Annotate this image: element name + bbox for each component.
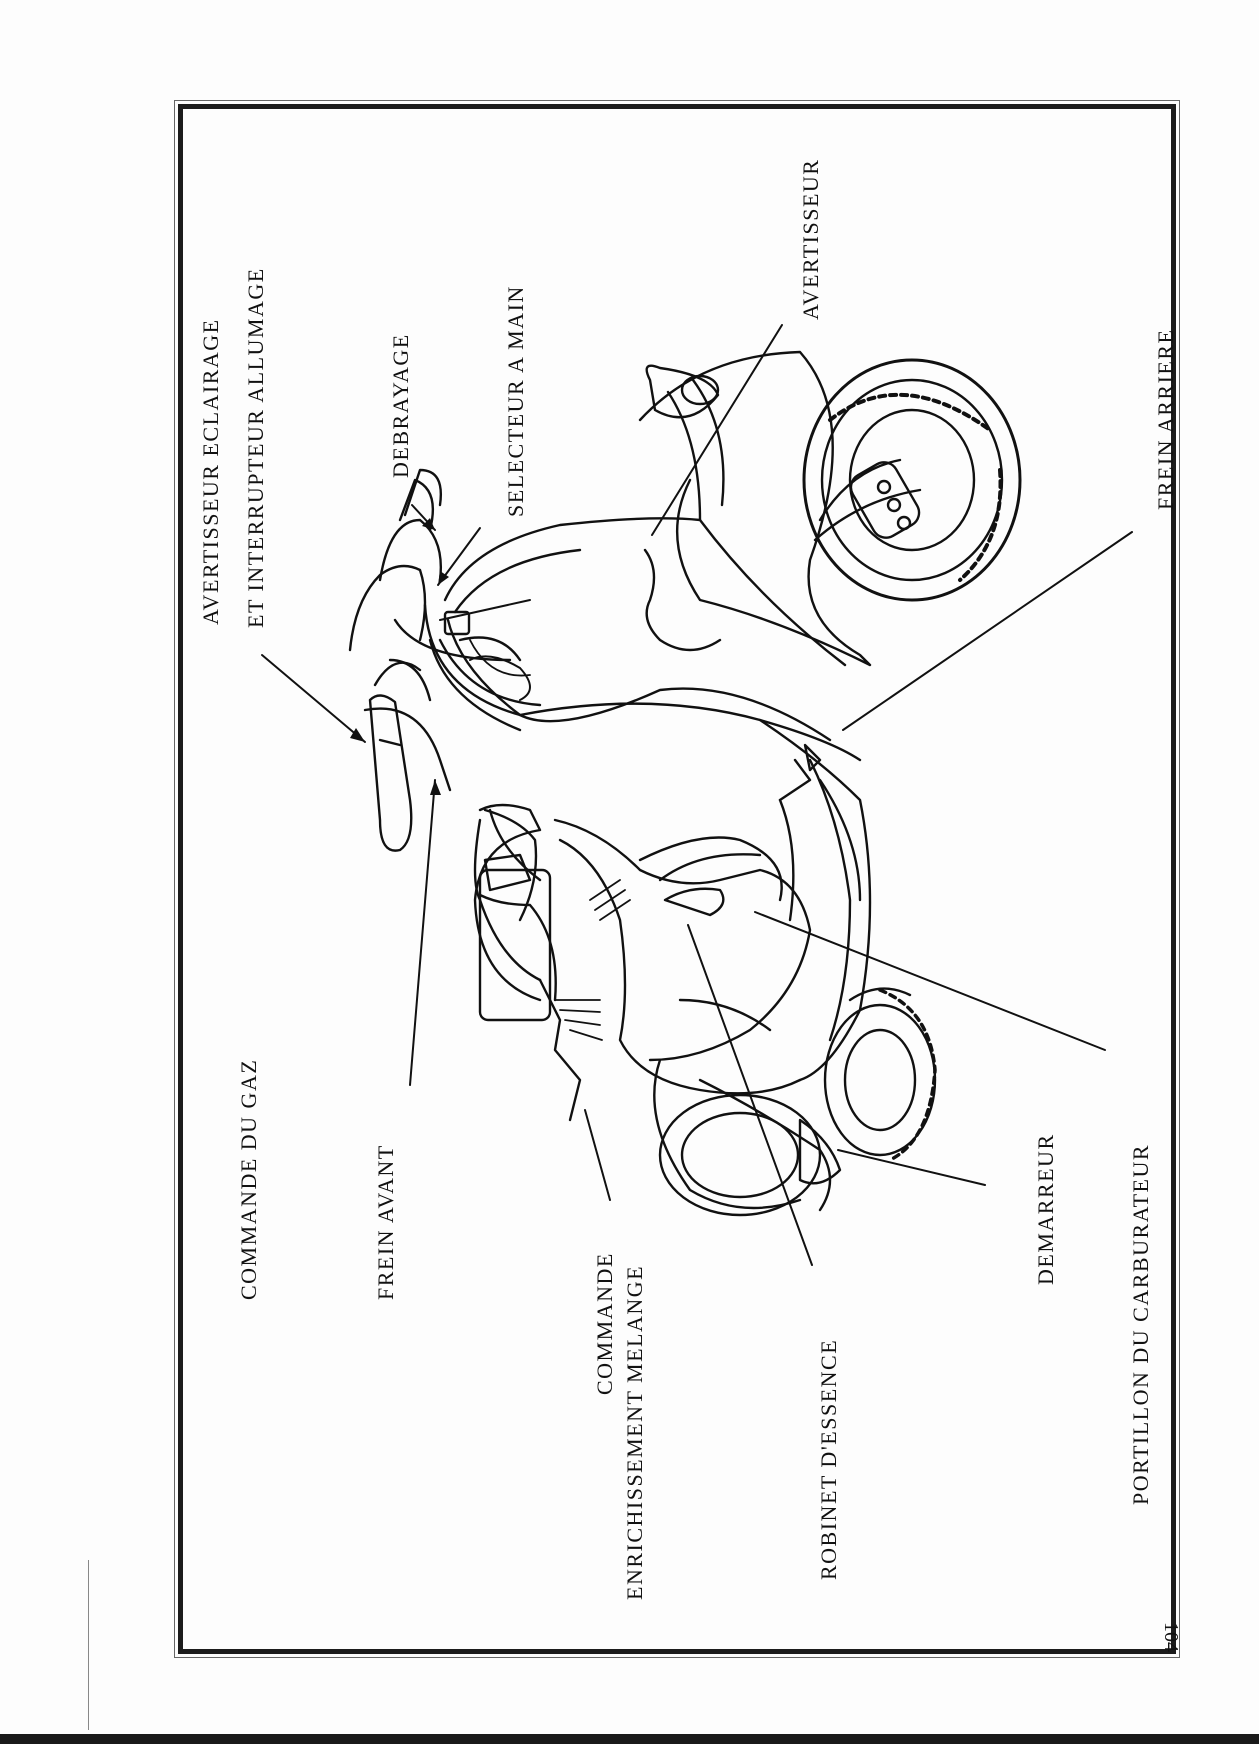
label-debrayage: DEBRAYAGE <box>388 333 413 478</box>
leader-robinet-essence <box>687 924 813 1266</box>
leader-commande-enrichissement <box>584 1109 611 1201</box>
label-commande-gaz: COMMANDE DU GAZ <box>236 1058 261 1300</box>
label-demarreur: DEMARREUR <box>1033 1133 1058 1285</box>
front-apron <box>423 603 862 762</box>
floorboard <box>758 718 872 1082</box>
leader-portillon <box>754 911 1106 1051</box>
scan-bottom-band <box>0 1734 1259 1744</box>
tail-light <box>645 364 720 419</box>
leader-avertisseur <box>651 324 783 536</box>
label-selecteur-a-main: SELECTEUR A MAIN <box>503 285 528 517</box>
rear-body <box>638 350 872 667</box>
label-avertisseur-eclairage-line2: ET INTERRUPTEUR ALLUMAGE <box>243 267 268 628</box>
leader-lines <box>261 324 1133 1266</box>
leader-frein-arriere <box>842 531 1133 731</box>
label-robinet-essence: ROBINET D'ESSENCE <box>816 1338 841 1580</box>
label-frein-avant: FREIN AVANT <box>373 1144 398 1300</box>
label-avertisseur-eclairage-line1: AVERTISSEUR ECLAIRAGE <box>198 318 223 625</box>
page-number: 104 <box>1160 1622 1182 1652</box>
lower-wheel <box>823 987 937 1162</box>
label-avertisseur: AVERTISSEUR <box>798 158 823 320</box>
leader-avertisseur-eclairage <box>439 599 531 621</box>
front-wheel-ribs <box>554 879 631 1041</box>
engine-cowl <box>553 818 842 1217</box>
seat-and-body <box>428 517 847 742</box>
front-mudguard <box>473 803 552 1022</box>
rear-wheel <box>802 358 1022 602</box>
leader-commande-gaz <box>261 654 366 743</box>
label-commande-enrichissement-line2: ENRICHISSEMENT MELANGE <box>622 1264 647 1600</box>
diagram-frame <box>174 100 1180 1658</box>
leader-frein-avant <box>409 779 436 1086</box>
label-portillon-carburateur: PORTILLON DU CARBURATEUR <box>1128 1143 1153 1505</box>
arrow-heads <box>350 518 449 795</box>
scan-edge-line <box>88 1560 89 1730</box>
label-frein-arriere: FREIN ARRIERE <box>1153 328 1178 510</box>
leader-demarreur <box>837 1149 986 1186</box>
label-commande-enrichissement-line1: COMMANDE <box>592 1252 617 1395</box>
handlebar <box>348 468 512 852</box>
